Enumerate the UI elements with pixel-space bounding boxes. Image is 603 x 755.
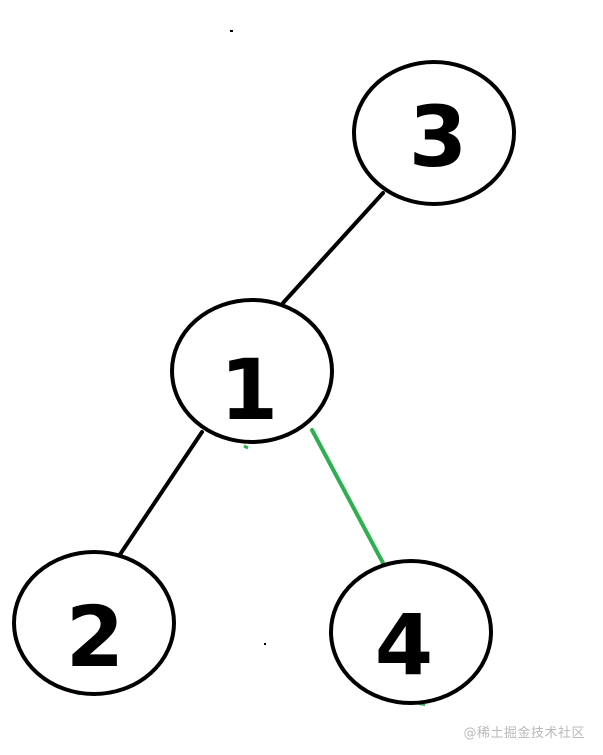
edge-3-1	[281, 191, 385, 305]
tree-node-2: 2	[12, 550, 176, 696]
tree-node-3: 3	[352, 60, 516, 206]
watermark: @稀土掘金技术社区	[463, 726, 585, 741]
stray-dot	[264, 643, 266, 645]
node-label-3: 3	[409, 88, 467, 186]
tree-node-4: 4	[329, 559, 493, 705]
node-label-2: 2	[66, 588, 124, 686]
node-label-1: 1	[220, 341, 278, 439]
edge-1-4	[310, 428, 385, 565]
stray-dot	[230, 30, 233, 32]
stray-mark	[243, 444, 249, 450]
node-label-4: 4	[375, 596, 433, 694]
tree-node-1: 1	[170, 298, 334, 444]
edge-1-2	[117, 430, 204, 558]
